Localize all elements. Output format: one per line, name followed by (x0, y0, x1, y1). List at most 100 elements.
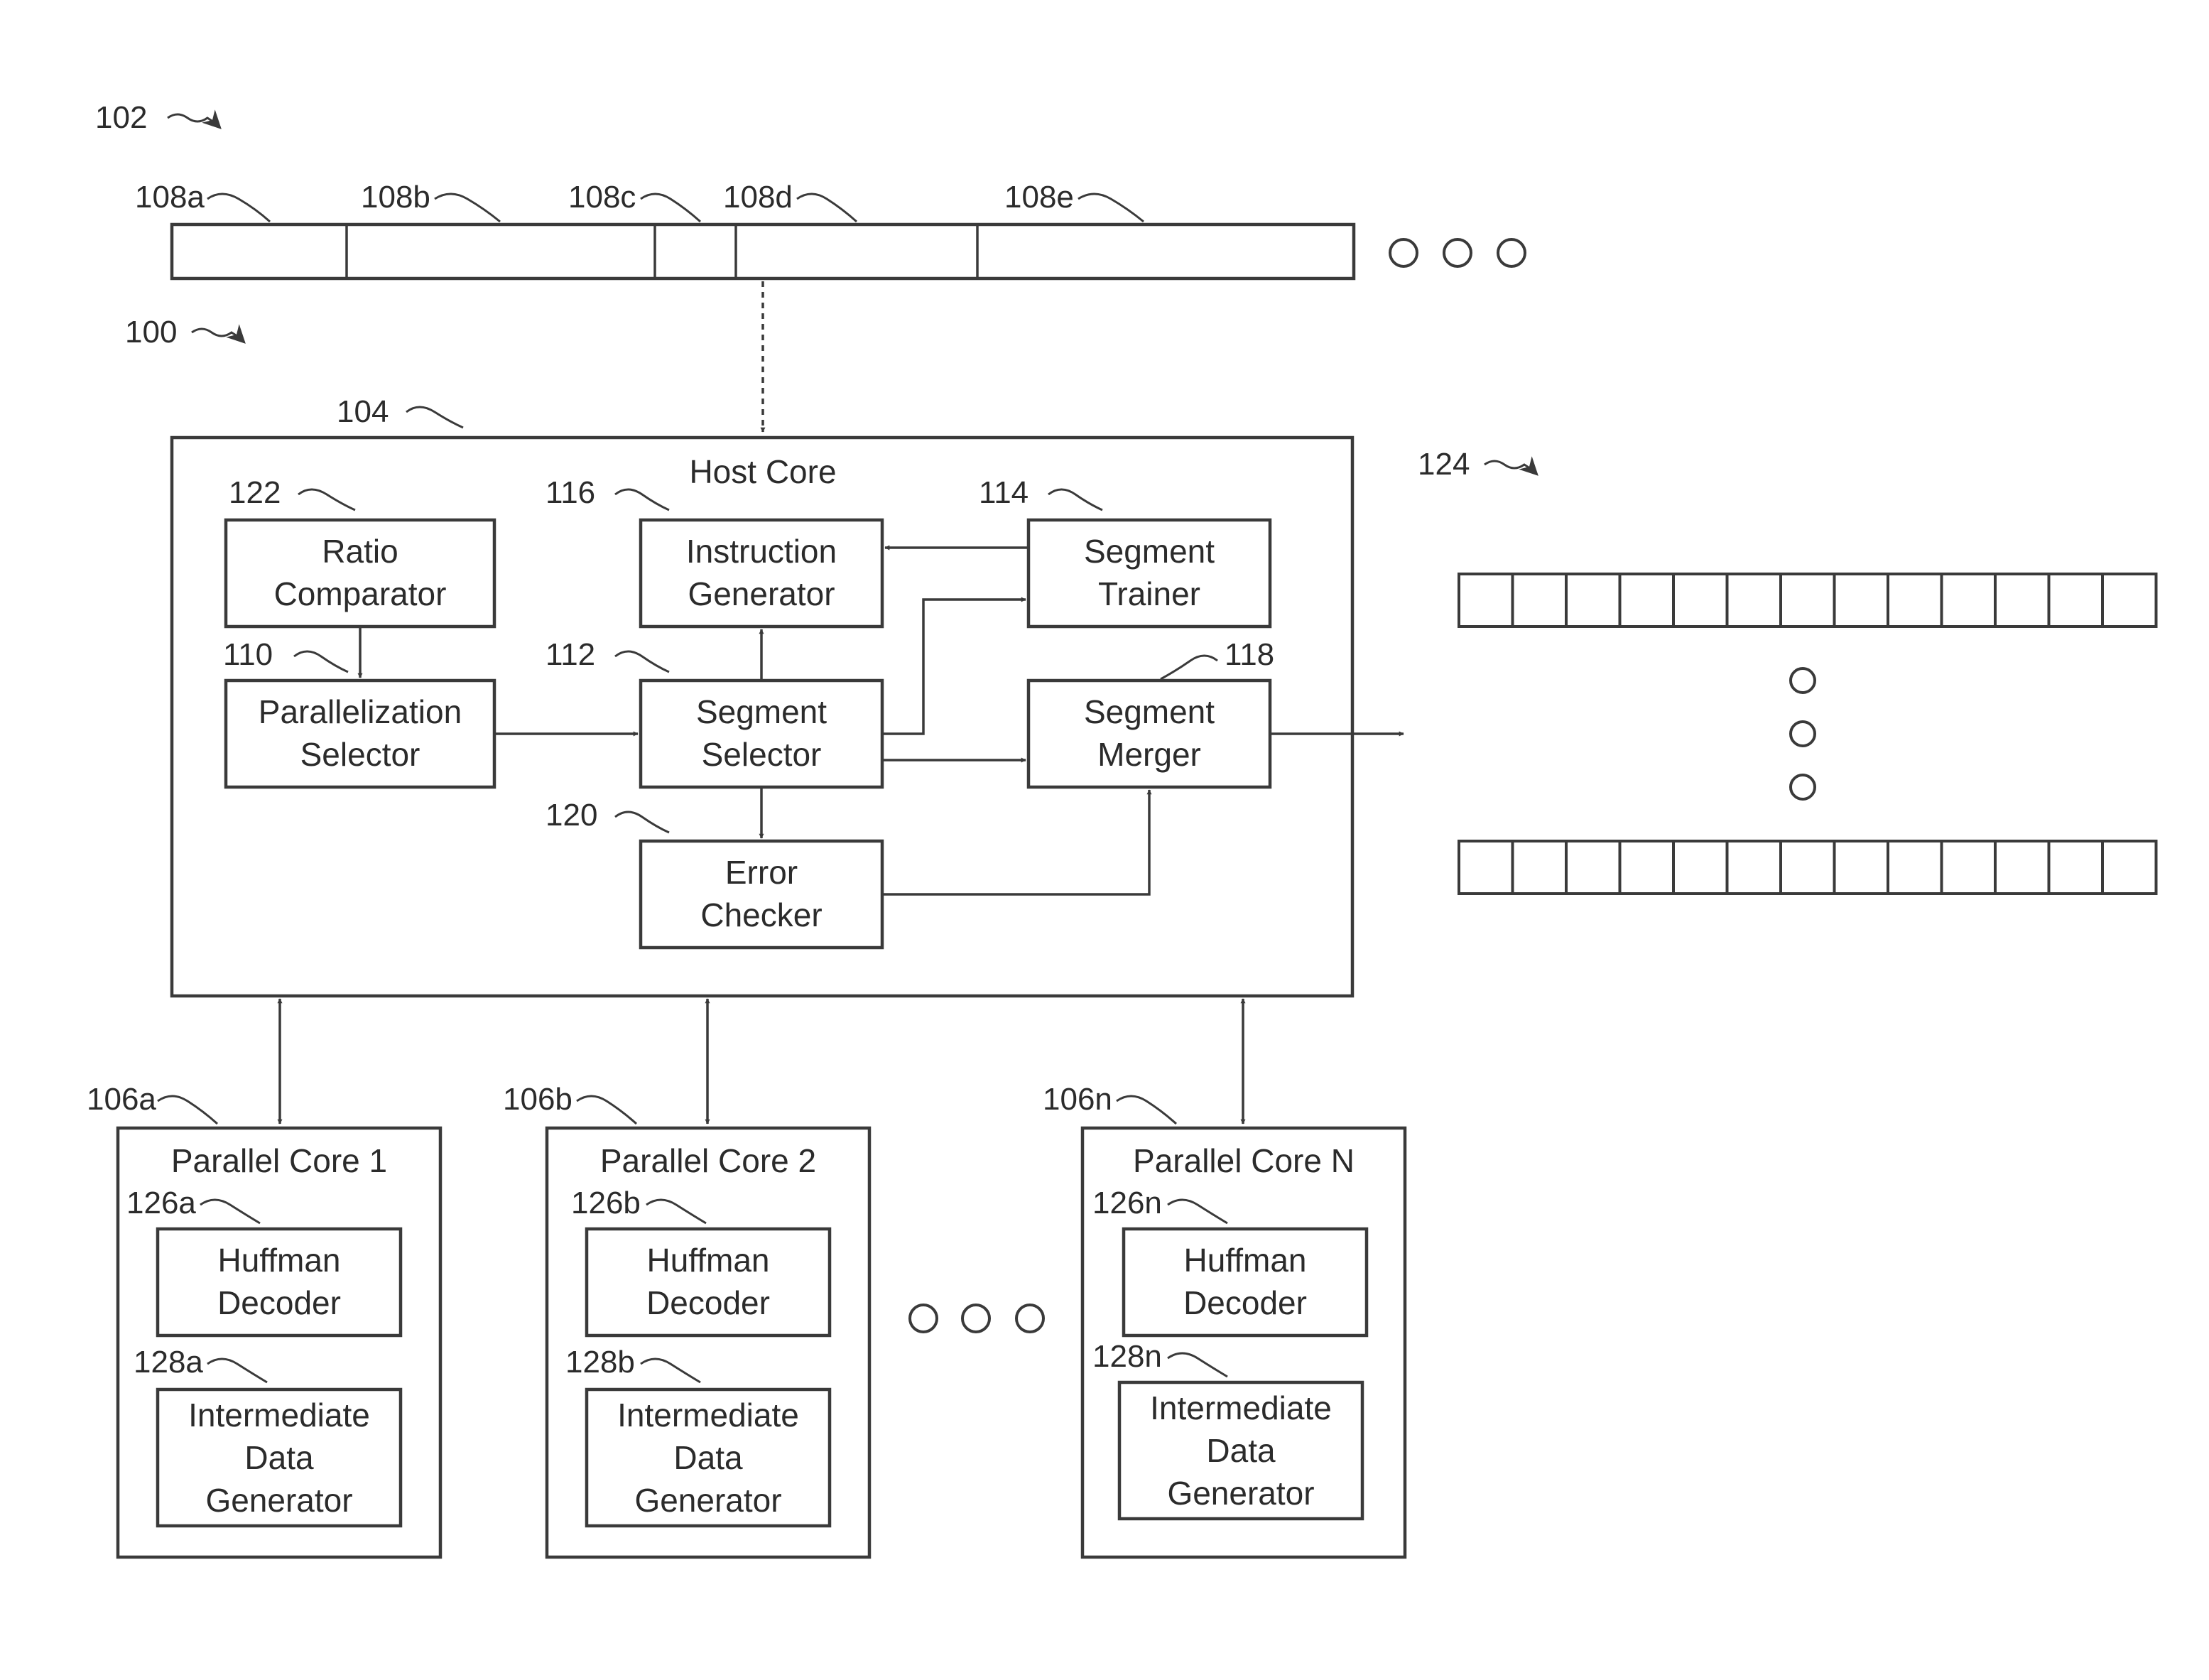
parallelization-selector-label: Selector (300, 736, 420, 773)
parallel-core-2: 106b Parallel Core 2 126b Huffman Decode… (503, 1082, 869, 1557)
ref-label-106a: 106a (87, 1082, 156, 1117)
huffman-decoder-n-label: Huffman (1183, 1242, 1306, 1279)
output-cell (1566, 574, 1620, 627)
parallelization-selector-label: Parallelization (259, 693, 462, 730)
ellipsis-dot (910, 1305, 937, 1332)
ref-label-108b: 108b (361, 180, 430, 215)
output-cell (1781, 841, 1835, 894)
ref-label-106b: 106b (503, 1082, 572, 1117)
ref-leader-108d (797, 194, 857, 222)
parallel-core-n: 106n Parallel Core N 126n Huffman Decode… (1043, 1082, 1405, 1557)
output-cell (1995, 841, 2049, 894)
instruction-generator-label: Instruction (686, 533, 837, 570)
ref-label-128n: 128n (1092, 1339, 1162, 1374)
huffman-decoder-2-label: Huffman (646, 1242, 769, 1279)
output-cell (1942, 574, 1996, 627)
ref-label-108a: 108a (135, 180, 205, 215)
ref-label-106n: 106n (1043, 1082, 1112, 1117)
segment-trainer-label: Trainer (1098, 575, 1200, 612)
ref-leader-108e (1078, 194, 1144, 222)
ellipsis-dot (1498, 239, 1525, 266)
ref-leader-106b (577, 1096, 636, 1124)
ref-label-110: 110 (223, 637, 273, 672)
huffman-decoder-2-label: Decoder (646, 1284, 770, 1321)
ref-label-118: 118 (1225, 637, 1274, 672)
ref-label-128a: 128a (134, 1345, 203, 1380)
segment-merger-label: Merger (1097, 736, 1201, 773)
ref-leader-108b (435, 194, 500, 222)
segment-merger-label: Segment (1084, 693, 1215, 730)
ref-label-100: 100 (125, 315, 177, 349)
ref-label-120: 120 (546, 798, 597, 833)
output-cell (1459, 841, 1513, 894)
output-cell (1566, 841, 1620, 894)
ref-leader-106n (1117, 1096, 1176, 1124)
intermediate-generator-2-label: Generator (634, 1482, 781, 1519)
intermediate-generator-1-label: Generator (205, 1482, 352, 1519)
output-cell (1727, 574, 1781, 627)
output-cell (1942, 841, 1996, 894)
output-cell (1673, 841, 1727, 894)
ref-arrow-100 (192, 329, 244, 342)
ref-label-126n: 126n (1092, 1186, 1162, 1220)
ref-label-112: 112 (546, 637, 595, 672)
ref-leader-106a (158, 1096, 217, 1124)
host-core-title: Host Core (689, 453, 836, 490)
output-cell (1620, 574, 1674, 627)
huffman-decoder-n-label: Decoder (1183, 1284, 1307, 1321)
parallel-core-n-title: Parallel Core N (1133, 1142, 1355, 1179)
intermediate-generator-1-label: Intermediate (188, 1397, 370, 1434)
output-cell (2102, 574, 2156, 627)
output-cell (1888, 574, 1942, 627)
segment-selector-label: Selector (702, 736, 822, 773)
ellipsis-dot (1791, 722, 1815, 746)
ref-label-114: 114 (979, 475, 1028, 510)
ref-124: 124 (1418, 447, 1537, 482)
ellipsis-dot (1791, 668, 1815, 693)
ref-label-122: 122 (229, 475, 281, 510)
intermediate-generator-n-label: Intermediate (1150, 1389, 1332, 1426)
ref-label-108e: 108e (1004, 180, 1074, 215)
output-cell (1781, 574, 1835, 627)
ref-104: 104 (337, 394, 463, 429)
intermediate-generator-1-label: Data (244, 1439, 314, 1476)
output-cell (1459, 574, 1513, 627)
ref-label-102: 102 (95, 100, 147, 135)
output-cell (1513, 574, 1567, 627)
ref-arrow-124 (1485, 461, 1537, 475)
ref-102: 102 (95, 100, 220, 135)
output-cell (1620, 841, 1674, 894)
ref-label-116: 116 (546, 475, 595, 510)
ref-label-108d: 108d (723, 180, 793, 215)
error-checker-label: Error (725, 854, 798, 891)
ref-arrow-102 (168, 114, 220, 128)
output-cell (1835, 841, 1889, 894)
ref-leader-108a (207, 194, 270, 222)
intermediate-generator-2-label: Intermediate (617, 1397, 799, 1434)
instruction-generator-label: Generator (688, 575, 835, 612)
ref-label-104: 104 (337, 394, 389, 429)
output-cell (1888, 841, 1942, 894)
input-stream: 108a 108b 108c 108d 108e (135, 180, 1525, 278)
stream-bar (172, 224, 1354, 278)
huffman-decoder-1-label: Huffman (217, 1242, 340, 1279)
output-cell (2049, 841, 2103, 894)
parallel-core-1-title: Parallel Core 1 (171, 1142, 387, 1179)
ratio-comparator-label: Ratio (322, 533, 398, 570)
output-cell (1835, 574, 1889, 627)
ref-100: 100 (125, 315, 244, 349)
intermediate-generator-n-label: Generator (1167, 1475, 1314, 1512)
output-cell (1995, 574, 2049, 627)
ellipsis-dot (1390, 239, 1417, 266)
output-cell (2102, 841, 2156, 894)
intermediate-generator-n-label: Data (1206, 1432, 1276, 1469)
segment-trainer-label: Segment (1084, 533, 1215, 570)
ref-label-126b: 126b (571, 1186, 641, 1220)
ref-label-108c: 108c (568, 180, 636, 215)
output-cell (2049, 574, 2103, 627)
ref-leader-104 (406, 407, 463, 428)
error-checker-label: Checker (700, 896, 822, 933)
segment-selector-label: Segment (696, 693, 827, 730)
intermediate-generator-2-label: Data (673, 1439, 743, 1476)
